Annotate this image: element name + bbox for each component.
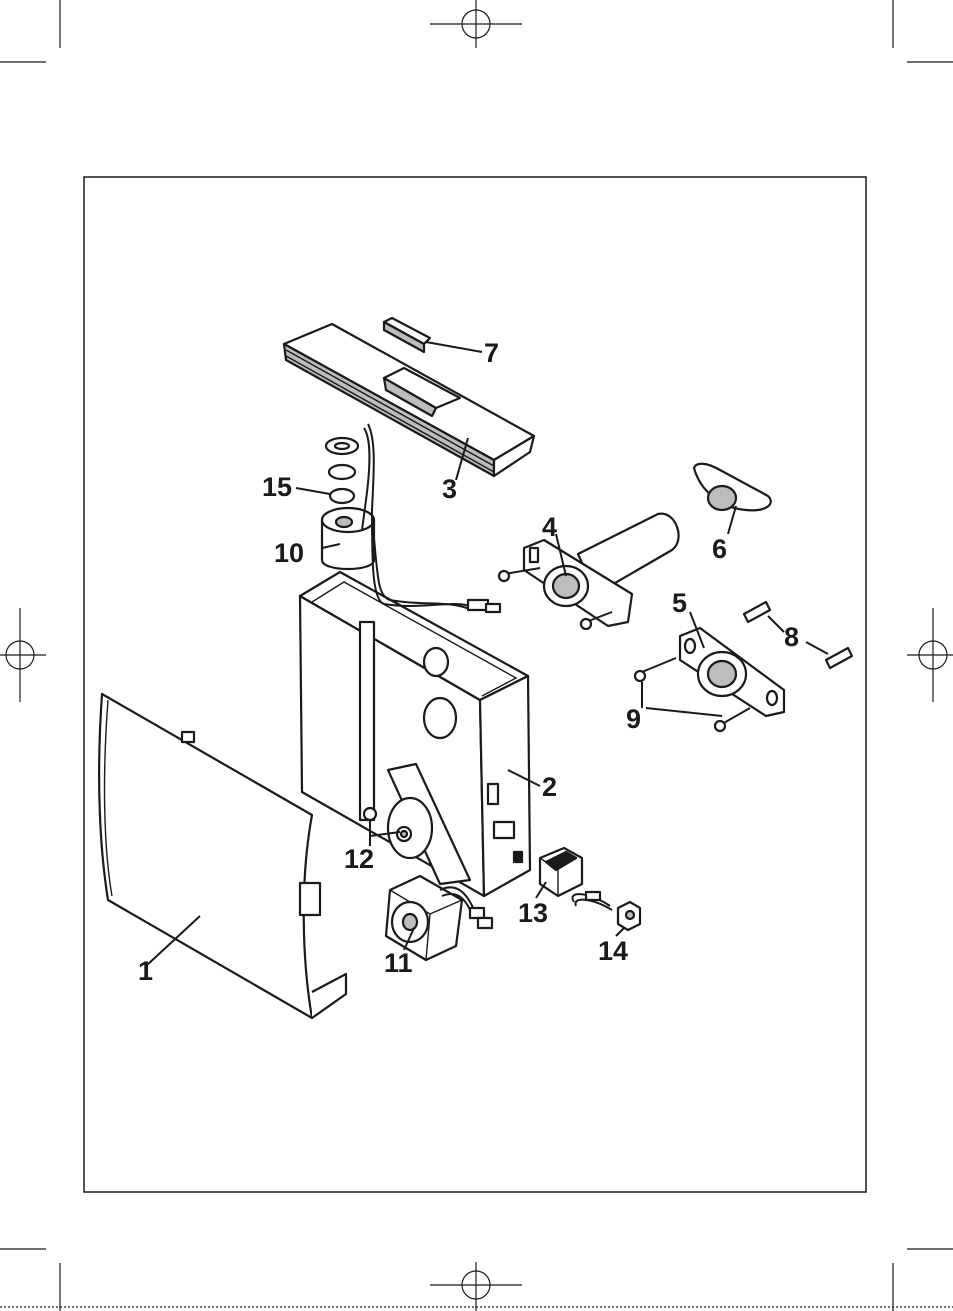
- label-part-14: 14: [598, 936, 628, 966]
- label-part-9: 9: [626, 704, 641, 734]
- crosshair-left-icon: [0, 608, 46, 702]
- part-14-power-socket: [572, 892, 640, 930]
- part-4-mounting-plate: [499, 514, 679, 629]
- part-15-washers: [326, 438, 358, 503]
- label-part-3: 3: [442, 474, 457, 504]
- label-part-12: 12: [344, 844, 374, 874]
- label-part-4: 4: [542, 512, 557, 542]
- part-7-insert: [384, 318, 430, 352]
- label-part-8: 8: [784, 622, 799, 652]
- label-part-6: 6: [712, 534, 727, 564]
- part-6-dome-cap: [694, 464, 771, 511]
- part-5-mounting-plate: [680, 628, 784, 716]
- part-13-rocker-switch: [540, 848, 582, 896]
- label-part-1: 1: [138, 956, 153, 986]
- label-part-5: 5: [672, 588, 687, 618]
- crosshair-right-icon: [907, 608, 953, 702]
- label-part-7: 7: [484, 338, 499, 368]
- label-part-13: 13: [518, 898, 548, 928]
- label-part-2: 2: [542, 772, 557, 802]
- label-part-10: 10: [274, 538, 304, 568]
- part-2-housing: [300, 572, 530, 896]
- crosshair-bottom-icon: [430, 1262, 522, 1311]
- crosshair-top-icon: [430, 0, 522, 48]
- label-part-15: 15: [262, 472, 292, 502]
- part-12-pivot-screw: [397, 827, 411, 841]
- label-part-11: 11: [384, 948, 413, 978]
